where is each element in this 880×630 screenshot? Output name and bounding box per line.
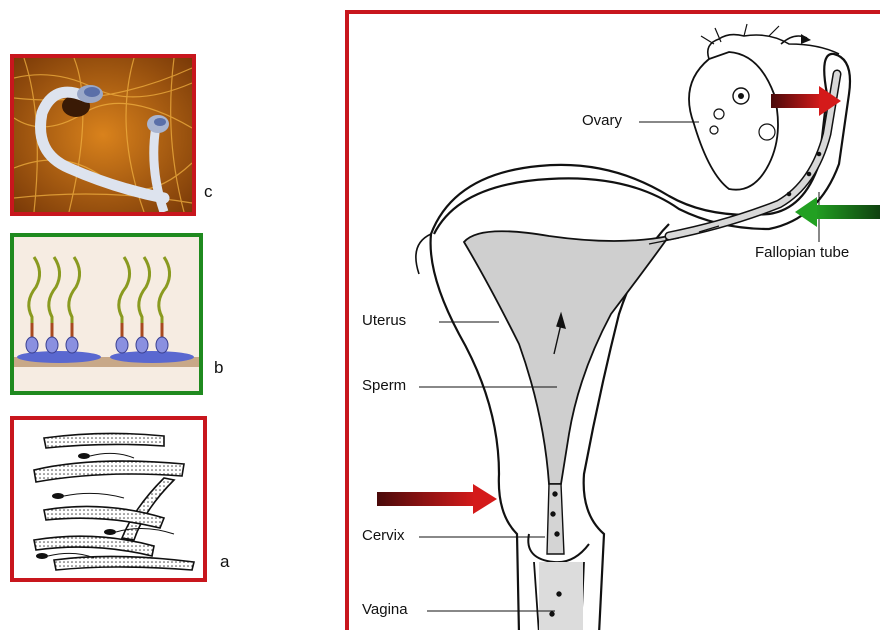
reproductive-tract-drawing [349,14,880,630]
label-fallopian-tube: Fallopian tube [755,244,849,261]
reproductive-tract-diagram: Ovary Fallopian tube Uterus Sperm Cervix… [345,10,880,630]
label-ovary: Ovary [582,112,622,129]
panel-a-letter: a [220,552,229,572]
micrograph-image [14,58,192,212]
label-uterus: Uterus [362,312,406,329]
label-vagina: Vagina [362,601,408,618]
panel-a-sketch [10,416,207,582]
panel-c-letter: c [204,182,213,202]
panel-b-letter: b [214,358,223,378]
red-arrow-cervix [377,484,497,514]
sperm-attachment-image [14,237,199,391]
panel-b-illustration [10,233,203,395]
panel-c-micrograph [10,54,196,216]
mucus-sketch-image [14,420,203,578]
green-arrow-tube [795,197,880,227]
label-sperm: Sperm [362,377,406,394]
label-cervix: Cervix [362,527,405,544]
